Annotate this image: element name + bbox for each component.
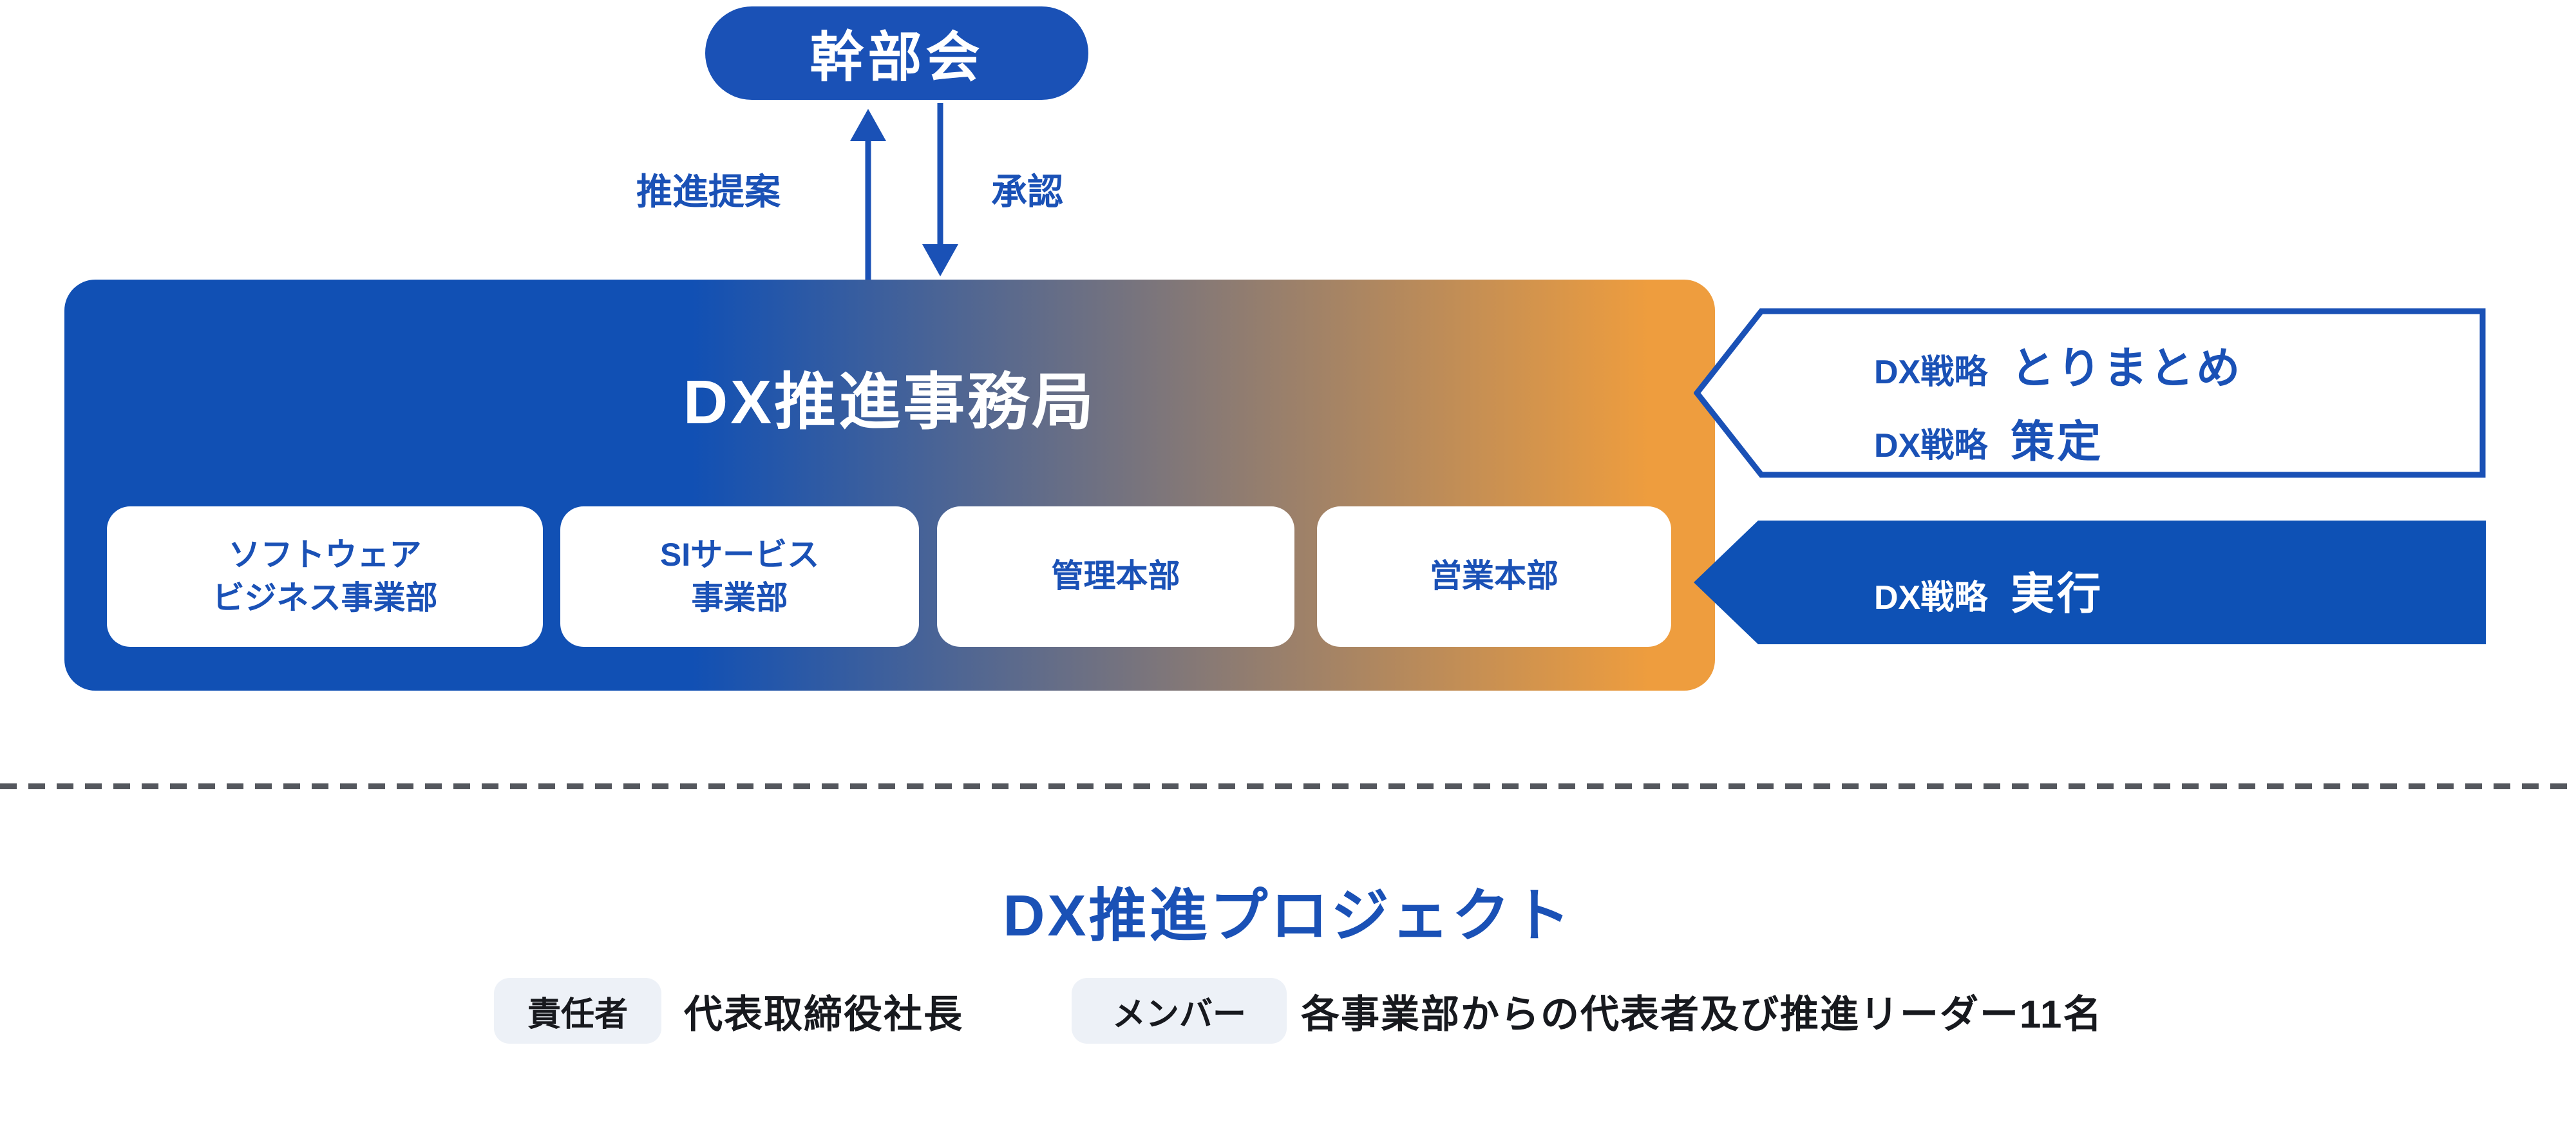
left-point-banner-shape [1694,308,2486,478]
strategy-prefix: DX戦略 [1874,579,1988,617]
member-value: 各事業部からの代表者及び推進リーダー11名 [1301,992,2103,1036]
owner-badge: 責任者 [494,978,661,1044]
strategy-summary-line: DX戦略 とりまとめ [1874,332,2242,393]
up-arrow-icon [850,109,886,283]
executive-board-label: 幹部会 [810,27,984,88]
strategy-main: 実行 [2011,570,2104,618]
dept-software-business: ソフトウェア ビジネス事業部 [107,506,543,647]
approval-arrow-label: 承認 [991,171,1063,212]
owner-value: 代表取締役社長 [684,992,963,1036]
strategy-prefix: DX戦略 [1874,427,1988,465]
member-badge-label: メンバー [1112,995,1246,1033]
strategy-execution-callout [1694,521,2486,644]
dx-office-title: DX推進事務局 [683,368,1097,437]
owner-badge-label: 責任者 [527,995,628,1033]
section-divider [0,783,2576,789]
dept-sales-hq: 営業本部 [1317,506,1671,647]
strategy-main: 策定 [2011,417,2104,466]
strategy-main: とりまとめ [2011,344,2243,393]
dept-si-service: SIサービス 事業部 [560,506,919,647]
strategy-prefix: DX戦略 [1874,354,1988,391]
proposal-arrow-label: 推進提案 [636,171,781,212]
strategy-summary-callout [1694,308,2486,478]
dx-office-box: DX推進事務局 ソフトウェア ビジネス事業部 SIサービス 事業部 管理本部 営… [64,280,1715,691]
strategy-execution-line: DX戦略 実行 [1874,558,2103,618]
left-point-banner-shape [1694,521,2486,644]
project-title: DX推進プロジェクト [1003,884,1573,948]
approval-flow-arrows [850,103,958,283]
dept-admin-hq: 管理本部 [937,506,1294,647]
executive-board-node: 幹部会 [705,6,1088,100]
member-badge: メンバー [1072,978,1287,1044]
down-arrow-icon [922,103,958,276]
strategy-formulation-line: DX戦略 策定 [1874,406,2103,466]
